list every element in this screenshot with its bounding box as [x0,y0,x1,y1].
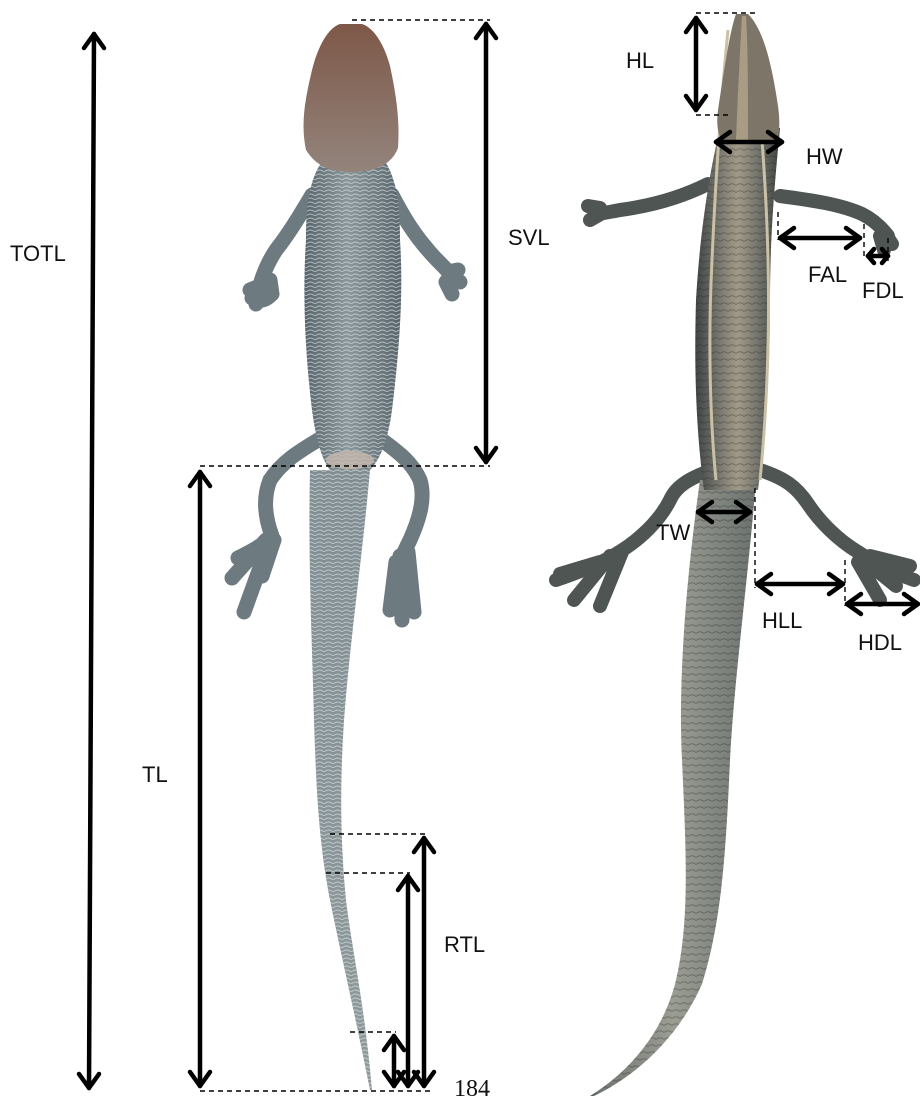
left-hind-leg-right [382,440,422,620]
hll-arrow [757,574,843,594]
label-fal: FAL [808,262,847,287]
right-front-leg-right [780,196,892,250]
dashed-guides [200,13,888,1091]
totl-arrow [79,34,104,1088]
label-svl: SVL [508,225,550,250]
label-tl: TL [142,762,168,787]
hl-arrow [686,18,706,110]
label-tw: TW [656,520,690,545]
rtl-arrow-mid [398,876,418,1086]
label-hw: HW [806,144,843,169]
page-number: 184 [454,1076,490,1102]
rtl-arrow-long [414,838,434,1086]
label-hl: HL [626,48,654,73]
left-trunk-scales [304,150,401,470]
left-head [304,24,399,172]
left-tail-scales [309,470,372,1090]
left-front-leg-right [392,195,460,294]
label-totl: TOTL [10,241,66,266]
tl-arrow [190,472,210,1086]
rtl-arrow-short [384,1036,404,1086]
label-rtl: RTL [444,932,485,957]
measurement-arrows [79,18,918,1088]
svl-arrow [476,24,496,462]
right-front-leg-left [588,184,708,220]
label-hll: HLL [762,608,802,633]
fal-arrow [780,228,860,248]
left-front-leg-left [250,195,312,304]
label-fdl: FDL [862,278,904,303]
right-specimen [556,14,914,1096]
label-hdl: HDL [858,630,902,655]
